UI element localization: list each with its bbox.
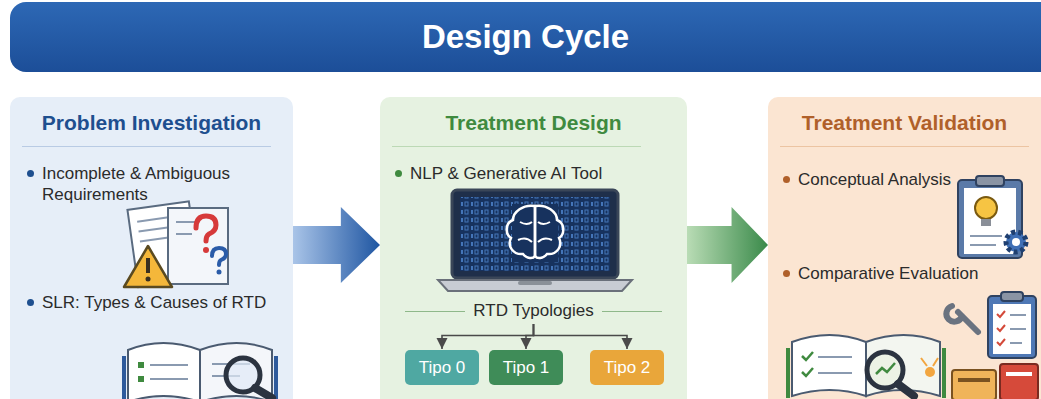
bullet-dot bbox=[27, 299, 34, 306]
laptop-icon bbox=[438, 190, 632, 291]
typology-label: Tipo 2 bbox=[590, 350, 665, 385]
documents-icon bbox=[124, 201, 228, 287]
typology-box: Tipo 1 bbox=[489, 350, 564, 385]
panel-heading: Problem Investigation bbox=[10, 111, 293, 135]
book-magnifier-icon bbox=[124, 343, 276, 399]
heading-divider bbox=[22, 146, 271, 147]
bullet-text: NLP & Generative AI Tool bbox=[410, 163, 675, 184]
typology-label: Tipo 1 bbox=[489, 350, 564, 385]
phase-arrow bbox=[687, 207, 768, 283]
bullet-dot bbox=[783, 176, 790, 183]
typology-box: Tipo 0 bbox=[405, 350, 480, 385]
bullet-dot bbox=[395, 170, 402, 177]
panel-heading: Treatment Validation bbox=[768, 111, 1041, 135]
group-rule bbox=[602, 311, 662, 312]
tree-arrow bbox=[533, 324, 627, 349]
diagram-title: Design Cycle bbox=[10, 2, 1041, 72]
title-band: Design Cycle bbox=[10, 2, 1041, 72]
group-rule bbox=[405, 311, 465, 312]
bullet-dot bbox=[783, 270, 790, 277]
bullet-dot bbox=[27, 170, 34, 177]
bullet-text: SLR: Types & Causes of RTD bbox=[42, 292, 287, 313]
group-label: RTD Typologies bbox=[473, 300, 593, 321]
bullet-text: Incomplete & Ambiguous Requirements bbox=[42, 163, 257, 205]
clipboard-bulb-icon bbox=[958, 176, 1026, 258]
tree-arrow bbox=[442, 324, 533, 349]
bullet-text: Conceptual Analysis bbox=[798, 169, 963, 190]
heading-divider bbox=[392, 146, 641, 147]
heading-divider bbox=[780, 146, 1029, 147]
tree-arrow bbox=[526, 324, 533, 349]
phase-arrow bbox=[293, 207, 380, 283]
bullet-text: Comparative Evaluation bbox=[798, 263, 1038, 284]
panel-heading: Treatment Design bbox=[380, 111, 687, 135]
evaluation-icons bbox=[788, 292, 1038, 399]
typology-label: Tipo 0 bbox=[405, 350, 480, 385]
typology-box: Tipo 2 bbox=[590, 350, 665, 385]
